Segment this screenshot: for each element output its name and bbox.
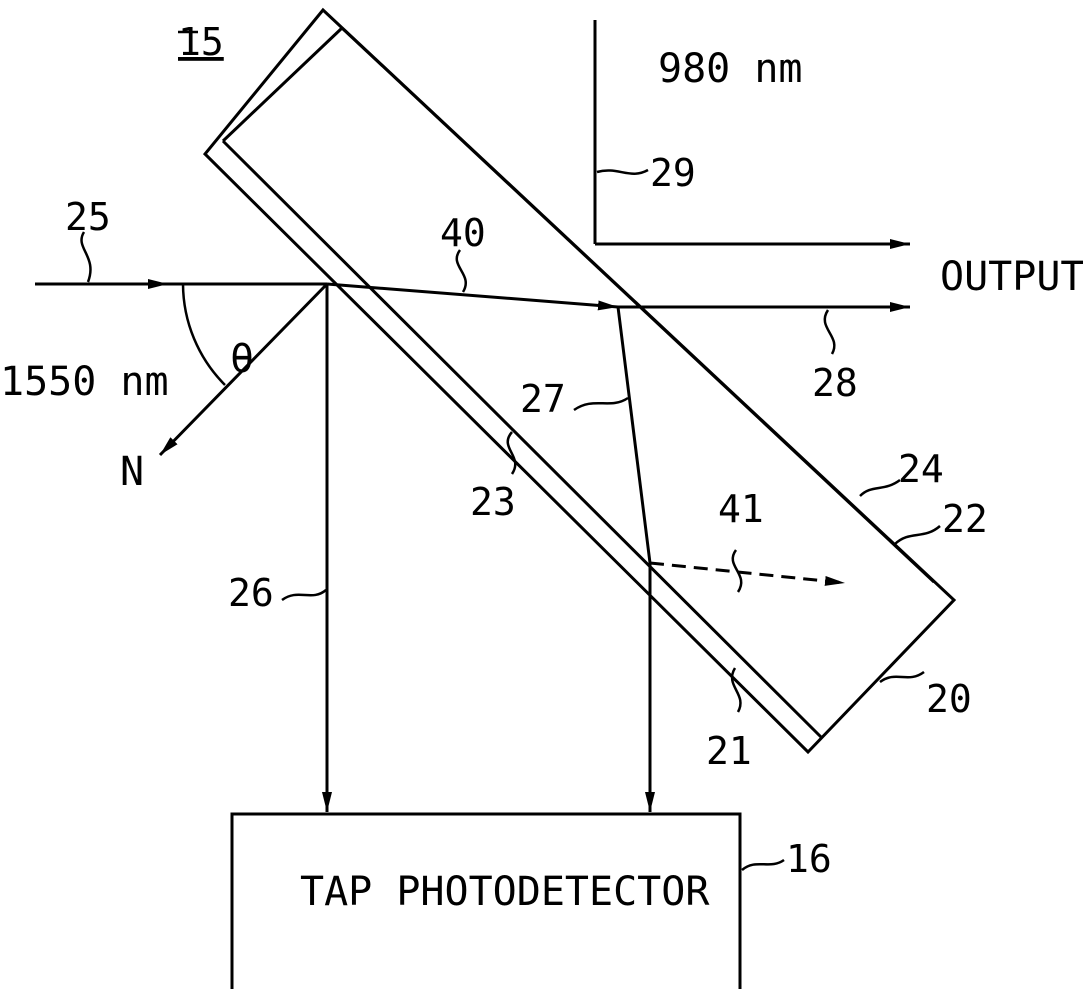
input-wavelength-label: 1550 nm — [0, 359, 169, 405]
leader-27 — [573, 396, 629, 412]
leader-20 — [879, 670, 925, 684]
detector-label: TAP PHOTODETECTOR — [300, 869, 710, 915]
ref-27: 27 — [520, 377, 566, 421]
angle-theta-label: θ — [230, 336, 254, 382]
leader-26 — [281, 588, 327, 602]
ref-23: 23 — [470, 480, 516, 524]
coating-23-line — [221, 139, 824, 740]
ref-22: 22 — [942, 497, 988, 541]
substrate-block — [202, 7, 957, 755]
angle-arc — [181, 283, 226, 386]
leader-24 — [859, 478, 901, 497]
leader-28 — [823, 309, 836, 355]
ref-20: 20 — [926, 677, 972, 721]
ref-40: 40 — [440, 211, 486, 255]
leader-25 — [80, 231, 92, 283]
leader-lines — [80, 30, 941, 872]
normal-arrow — [158, 282, 329, 457]
tap-photodetector-box — [230, 812, 742, 989]
top-coating-edge — [221, 26, 344, 143]
pump-wavelength-label: 980 nm — [658, 46, 803, 92]
leader-21 — [730, 667, 742, 713]
leader-23 — [506, 431, 517, 475]
ref-41: 41 — [718, 487, 764, 531]
leader-22 — [894, 525, 941, 545]
leader-40 — [455, 249, 467, 293]
ref-21: 21 — [706, 729, 752, 773]
ref-24: 24 — [898, 447, 944, 491]
normal-label: N — [120, 449, 144, 495]
leader-16 — [741, 858, 785, 872]
figure-number: 15 — [178, 20, 224, 64]
leader-29 — [596, 168, 649, 175]
reflected-beam-27 — [616, 306, 652, 564]
ref-26: 26 — [228, 571, 274, 615]
refracted-beam-arrow — [326, 282, 619, 311]
coating-24-line — [340, 26, 936, 584]
ref-16: 16 — [786, 837, 832, 881]
ref-25: 25 — [65, 195, 111, 239]
ref-29: 29 — [650, 151, 696, 195]
ref-28: 28 — [812, 361, 858, 405]
output-label: OUTPUT — [940, 254, 1083, 300]
leader-41 — [731, 549, 743, 593]
dashed-beam-41 — [649, 561, 846, 586]
